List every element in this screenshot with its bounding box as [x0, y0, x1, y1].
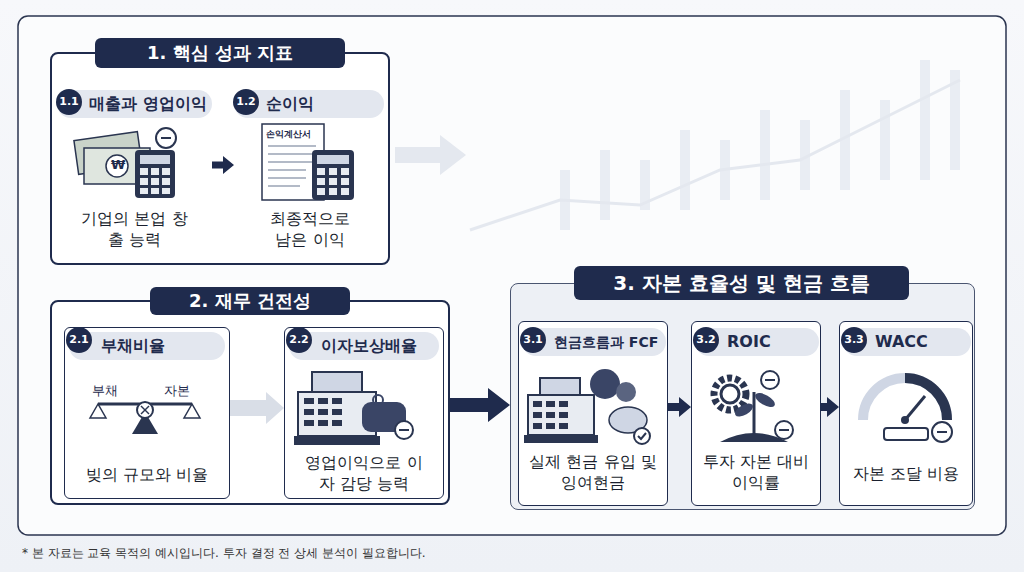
- flow-arrow: [212, 156, 234, 174]
- item-title-pill: WACC: [843, 328, 971, 356]
- item-title: 매출과 영업이익: [89, 94, 207, 113]
- item-title-pill: 부채비율: [69, 332, 225, 360]
- item-title: WACC: [875, 332, 928, 351]
- item-description: 실제 현금 유입 및 잉여현금: [520, 452, 666, 494]
- item-box: 순이익최종적으로 남은 이익: [234, 87, 386, 257]
- section-box: 2. 재무 건전성부채비율빚의 규모와 비율이자보상배율영업이익으로 이자 감당…: [50, 300, 450, 505]
- faint-arrow: [395, 135, 466, 175]
- section-header: 2. 재무 건전성: [150, 287, 350, 315]
- item-title: 이자보상배율: [321, 336, 417, 355]
- gear-plant-icon: [714, 371, 793, 442]
- item-title-pill: 이자보상배율: [289, 332, 439, 360]
- item-description: 기업의 본업 창출 능력: [79, 209, 191, 251]
- section-box: 1. 핵심 성과 지표매출과 영업이익기업의 본업 창출 능력순이익최종적으로 …: [50, 52, 390, 265]
- statement-calculator-icon: [262, 124, 354, 200]
- flow-arrow: [821, 397, 839, 417]
- item-box: 매출과 영업이익기업의 본업 창출 능력: [57, 87, 212, 257]
- label-text: * 본 자료는 교육 목적의 예시입니다. 투자 결정 전 상세 분석이 필요합…: [22, 545, 426, 562]
- section-box: 3. 자본 효율성 및 현금 흐름현금흐름과 FCF실제 현금 유입 및 잉여현…: [510, 283, 975, 510]
- section-header: 3. 자본 효율성 및 현금 흐름: [574, 266, 909, 300]
- item-description: 최종적으로 남은 이익: [262, 209, 358, 251]
- item-description: 투자 자본 대비 이익률: [696, 452, 816, 494]
- register-wallet-icon: [294, 372, 413, 445]
- cashflow-icon: [524, 369, 650, 444]
- item-title-pill: 매출과 영업이익: [57, 90, 212, 118]
- section-header: 1. 핵심 성과 지표: [95, 38, 345, 68]
- item-description: 자본 조달 비용: [841, 464, 971, 485]
- flow-arrow: [230, 392, 284, 424]
- flow-arrow: [450, 388, 510, 422]
- item-title-pill: 현금흐름과 FCF: [522, 328, 666, 356]
- outer-frame: [18, 16, 1006, 535]
- item-box: 이자보상배율영업이익으로 이자 감당 능력: [284, 327, 444, 499]
- gauge-icon: [863, 378, 952, 442]
- item-box: WACC 자본 조달 비용: [839, 321, 973, 506]
- item-title: ROIC: [727, 332, 771, 351]
- flow-arrow: [668, 397, 691, 417]
- item-box: 부채비율빚의 규모와 비율: [64, 327, 230, 499]
- item-title: 현금흐름과 FCF: [554, 334, 658, 350]
- item-title: 순이익: [266, 94, 314, 113]
- money-calculator-icon: [74, 128, 176, 198]
- faint-trend-line: [470, 80, 960, 230]
- balance-scale-icon: [90, 402, 200, 434]
- item-box: 현금흐름과 FCF 실제 현금 유입 및 잉여현금: [518, 321, 668, 506]
- item-description: 영업이익으로 이자 감당 능력: [300, 453, 428, 495]
- item-title-pill: 순이익: [234, 90, 384, 118]
- item-title-pill: ROIC: [695, 328, 819, 356]
- item-box: ROIC 투자 자본 대비 이익률: [691, 321, 821, 506]
- item-description: 빚의 규모와 비율: [72, 465, 222, 486]
- item-title: 부채비율: [101, 336, 165, 355]
